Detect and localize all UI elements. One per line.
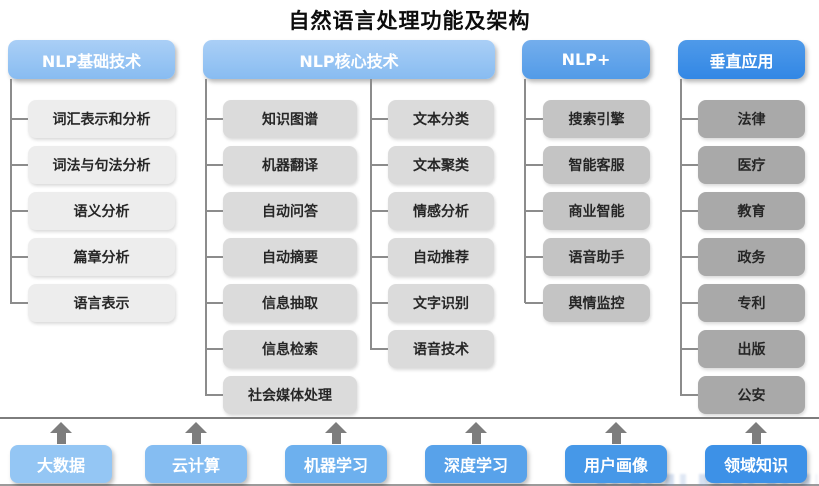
up-arrow-icon <box>465 422 487 444</box>
header-vertical-applications: 垂直应用 <box>678 40 805 79</box>
up-arrow-icon <box>605 422 627 444</box>
connector-vline-basic <box>10 79 12 303</box>
node-lexical-representation-analysis: 词汇表示和分析 <box>28 100 175 138</box>
node-knowledge-graph: 知识图谱 <box>223 100 357 138</box>
node-discourse-analysis: 篇章分析 <box>28 238 175 276</box>
bottom-edge-line <box>0 484 819 486</box>
node-information-retrieval: 信息检索 <box>223 330 357 368</box>
node-auto-recommendation: 自动推荐 <box>388 238 494 276</box>
node-business-intelligence: 商业智能 <box>543 192 650 230</box>
connector-vline-core-left <box>205 79 207 395</box>
node-morphology-syntax-analysis: 词法与句法分析 <box>28 146 175 184</box>
node-question-answering: 自动问答 <box>223 192 357 230</box>
node-public-security: 公安 <box>698 376 805 414</box>
node-search-engine: 搜索引擎 <box>543 100 650 138</box>
foundation-cloud-computing: 云计算 <box>145 445 247 483</box>
node-information-extraction: 信息抽取 <box>223 284 357 322</box>
foundation-user-profile: 用户画像 <box>565 445 667 483</box>
separator-line <box>0 417 819 419</box>
node-semantic-analysis: 语义分析 <box>28 192 175 230</box>
diagram-title: 自然语言处理功能及架构 <box>288 9 531 33</box>
node-publishing: 出版 <box>698 330 805 368</box>
foundation-deep-learning: 深度学习 <box>425 445 527 483</box>
node-legal: 法律 <box>698 100 805 138</box>
node-sentiment-analysis: 情感分析 <box>388 192 494 230</box>
up-arrow-icon <box>325 422 347 444</box>
column-nlp-core-left-items: 知识图谱 机器翻译 自动问答 自动摘要 信息抽取 信息检索 社会媒体处理 <box>223 100 357 414</box>
header-nlp-plus: NLP+ <box>522 40 650 79</box>
node-patent: 专利 <box>698 284 805 322</box>
node-text-clustering: 文本聚类 <box>388 146 494 184</box>
node-intelligent-customer-service: 智能客服 <box>543 146 650 184</box>
node-social-media-processing: 社会媒体处理 <box>223 376 357 414</box>
column-nlp-basic-items: 词汇表示和分析 词法与句法分析 语义分析 篇章分析 语言表示 <box>28 100 175 322</box>
foundation-machine-learning: 机器学习 <box>285 445 387 483</box>
column-nlp-plus-items: 搜索引擎 智能客服 商业智能 语音助手 舆情监控 <box>543 100 650 322</box>
header-nlp-basic-tech: NLP基础技术 <box>8 40 175 79</box>
node-education: 教育 <box>698 192 805 230</box>
up-arrow-icon <box>745 422 767 444</box>
foundation-domain-knowledge: 领域知识 <box>705 445 807 483</box>
node-voice-assistant: 语音助手 <box>543 238 650 276</box>
connector-vline-nlp-plus <box>524 79 526 303</box>
up-arrow-icon <box>185 422 207 444</box>
node-medical: 医疗 <box>698 146 805 184</box>
node-text-recognition: 文字识别 <box>388 284 494 322</box>
foundation-big-data: 大数据 <box>10 445 112 483</box>
node-public-opinion-monitoring: 舆情监控 <box>543 284 650 322</box>
node-speech-technology: 语音技术 <box>388 330 494 368</box>
connector-vline-vertical-apps <box>680 79 682 395</box>
node-text-classification: 文本分类 <box>388 100 494 138</box>
node-machine-translation: 机器翻译 <box>223 146 357 184</box>
node-auto-summarization: 自动摘要 <box>223 238 357 276</box>
node-language-representation: 语言表示 <box>28 284 175 322</box>
connector-vline-core-right <box>370 79 372 349</box>
column-nlp-core-right-items: 文本分类 文本聚类 情感分析 自动推荐 文字识别 语音技术 <box>388 100 494 368</box>
up-arrow-icon <box>50 422 72 444</box>
column-vertical-app-items: 法律 医疗 教育 政务 专利 出版 公安 <box>698 100 805 414</box>
node-government: 政务 <box>698 238 805 276</box>
header-nlp-core-tech: NLP核心技术 <box>203 40 495 79</box>
